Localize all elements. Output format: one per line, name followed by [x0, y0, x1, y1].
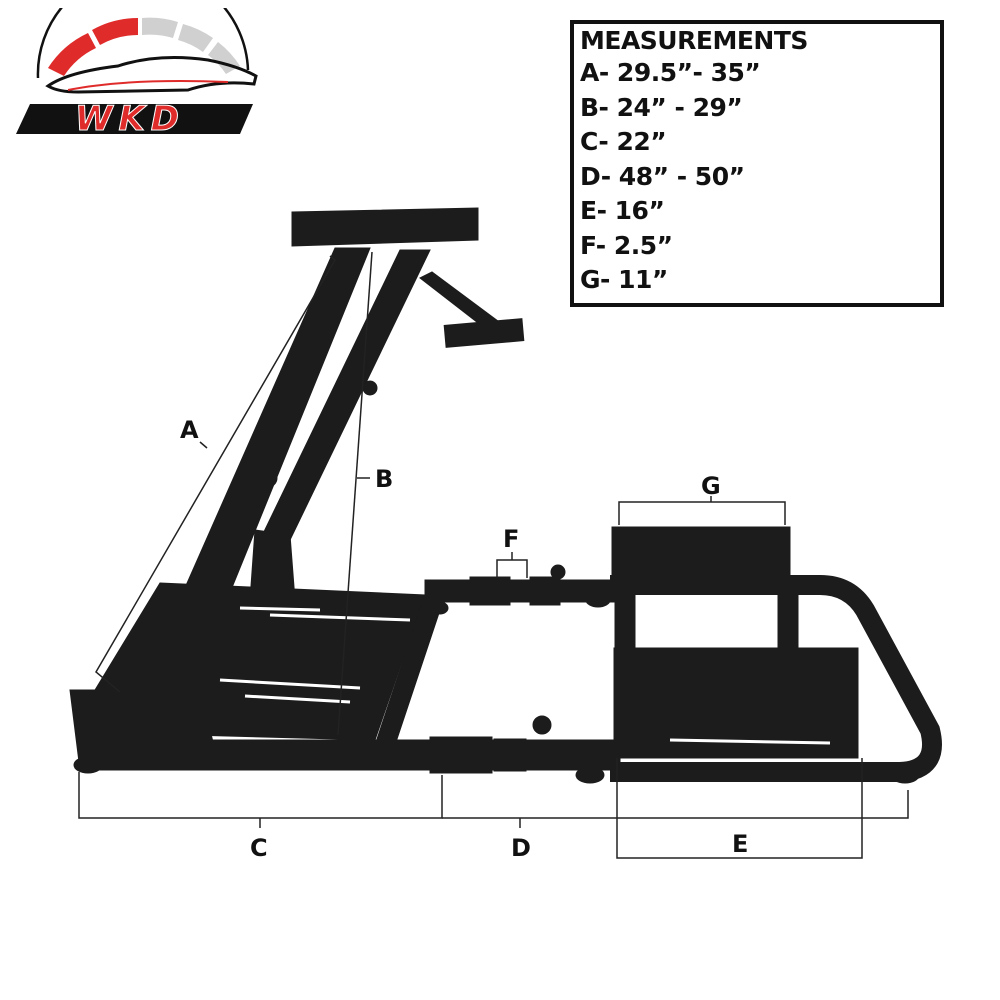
measurements-box: MEASUREMENTS A- 29.5”- 35” B- 24” - 29” … — [570, 20, 944, 307]
label-b: B — [375, 465, 394, 493]
svg-text:WKD: WKD — [75, 99, 185, 138]
wkd-logo: WKD — [8, 0, 263, 140]
wkd-text: WKD — [74, 99, 185, 140]
speedometer-car-logo-icon: WKD — [16, 0, 258, 140]
label-a: A — [180, 416, 199, 444]
label-g: G — [701, 472, 721, 500]
measurement-b: B- 24” - 29” — [580, 92, 743, 122]
measurement-d: D- 48” - 50” — [580, 161, 745, 191]
measurements-title: MEASUREMENTS — [580, 26, 808, 55]
label-c: C — [250, 834, 268, 862]
measurement-c: C- 22” — [580, 127, 667, 156]
measurement-g: G- 11” — [580, 265, 668, 294]
label-f: F — [503, 525, 520, 553]
measurement-f: F- 2.5” — [580, 230, 673, 260]
label-d: D — [511, 834, 531, 862]
measurement-e: E- 16” — [580, 196, 665, 225]
measurement-a: A- 29.5”- 35” — [580, 58, 761, 87]
label-e: E — [732, 830, 749, 858]
